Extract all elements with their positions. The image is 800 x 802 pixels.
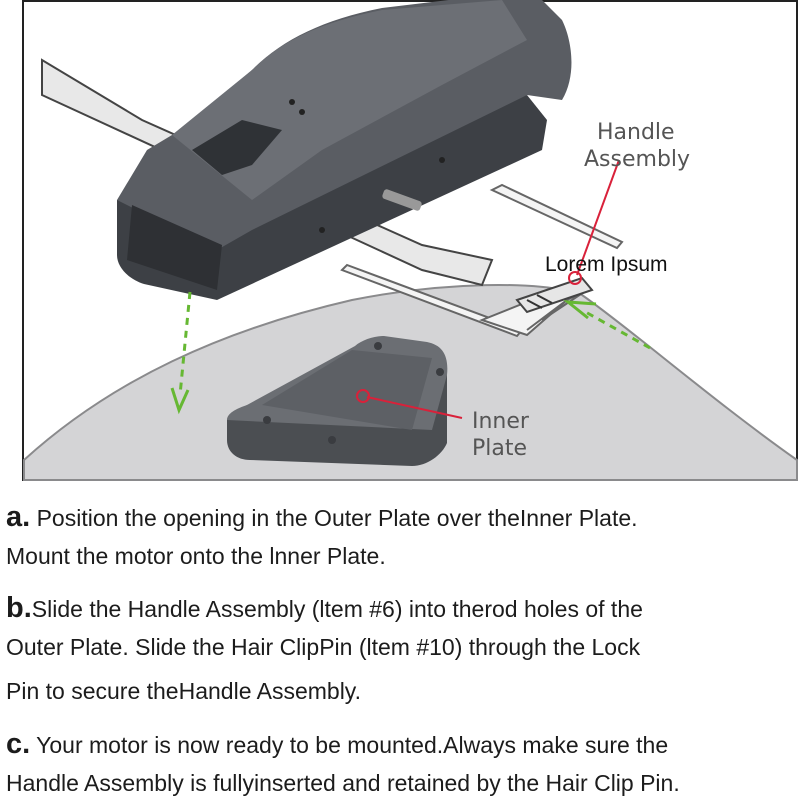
assembly-illustration: Handle Assembly Inner Plate Lorem Ipsum — [22, 0, 800, 483]
arrow-head-left — [563, 300, 597, 320]
motor-unit — [117, 0, 572, 300]
inner-plate — [227, 336, 448, 466]
step-c: c. Your motor is now ready to be mounted… — [6, 725, 796, 802]
step-a: a. Position the opening in the Outer Pla… — [6, 498, 796, 575]
step-b-line1: Slide the Handle Assembly (ltem #6) into… — [31, 596, 643, 622]
handle-assembly-callout-line1: Handle — [597, 120, 675, 145]
green-arrow-down — [178, 291, 192, 396]
handle-assembly-callout-line2: Assembly — [584, 147, 690, 172]
inner-plate-callout-line2: Plate — [472, 436, 527, 461]
step-c-letter: c. — [6, 728, 31, 760]
overlay-text: Lorem Ipsum — [545, 253, 668, 276]
step-b-line3: Pin to secure theHandle Assembly. — [6, 678, 361, 704]
callout-lines — [356, 159, 620, 419]
hair-clip-pin — [515, 276, 594, 314]
step-a-line1: Position the opening in the Outer Plate … — [30, 505, 638, 531]
inner-plate-callout-line1: Inner — [472, 409, 530, 434]
step-a-letter: a. — [6, 501, 31, 533]
step-a-line2: Mount the motor onto the lnner Plate. — [6, 543, 386, 569]
arrow-head-down — [170, 387, 190, 415]
step-c-line2: Handle Assembly is fullyinserted and ret… — [6, 770, 680, 796]
step-b-letter: b. — [6, 592, 32, 624]
step-c-line1: Your motor is now ready to be mounted.Al… — [30, 732, 669, 758]
step-b-line2: Outer Plate. Slide the Hair ClipPin (lte… — [6, 634, 641, 660]
step-b: b.Slide the Handle Assembly (ltem #6) in… — [6, 589, 796, 710]
